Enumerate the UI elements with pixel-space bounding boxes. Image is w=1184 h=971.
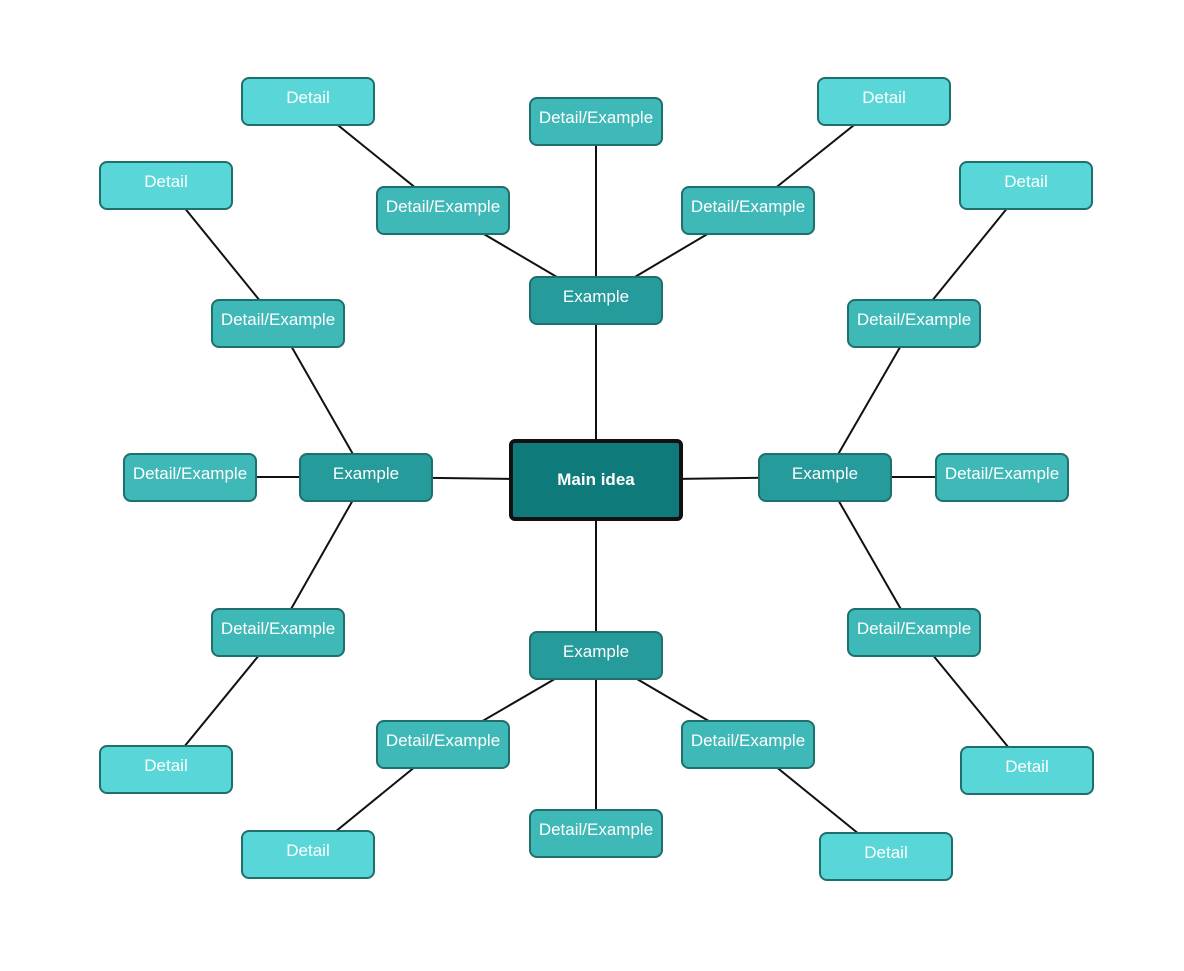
node-d-bot-l[interactable]: Detail [241,829,375,879]
node-d-left-u[interactable]: Detail [99,160,233,210]
node-de-top-r[interactable]: Detail/Example [681,185,815,235]
node-de-left-u[interactable]: Detail/Example [211,298,345,348]
node-de-left-d[interactable]: Detail/Example [211,607,345,657]
node-main[interactable]: Main idea [509,439,683,521]
node-d-top-r[interactable]: Detail [817,76,951,126]
node-de-bot-l[interactable]: Detail/Example [376,719,510,769]
node-d-right-d[interactable]: Detail [960,745,1094,795]
node-ex-top[interactable]: Example [529,275,663,325]
node-d-top-l[interactable]: Detail [241,76,375,126]
connector-ex-right-de-right-u [824,322,915,478]
node-d-right-u[interactable]: Detail [959,160,1093,210]
node-ex-right[interactable]: Example [758,452,892,502]
node-de-right-u[interactable]: Detail/Example [847,298,981,348]
node-de-top-l[interactable]: Detail/Example [376,185,510,235]
node-de-bot-r[interactable]: Detail/Example [681,719,815,769]
connector-ex-right-de-right-d [824,476,915,633]
node-d-bot-r[interactable]: Detail [819,831,953,881]
node-ex-left[interactable]: Example [299,452,433,502]
connector-ex-left-de-left-u [277,322,367,478]
node-de-right-m[interactable]: Detail/Example [935,452,1069,502]
node-de-right-d[interactable]: Detail/Example [847,607,981,657]
node-de-bot-c[interactable]: Detail/Example [529,808,663,858]
node-ex-bottom[interactable]: Example [529,630,663,680]
node-de-left-m[interactable]: Detail/Example [123,452,257,502]
connector-ex-left-de-left-d [277,476,367,633]
node-d-left-d[interactable]: Detail [99,744,233,794]
node-de-top-c[interactable]: Detail/Example [529,96,663,146]
